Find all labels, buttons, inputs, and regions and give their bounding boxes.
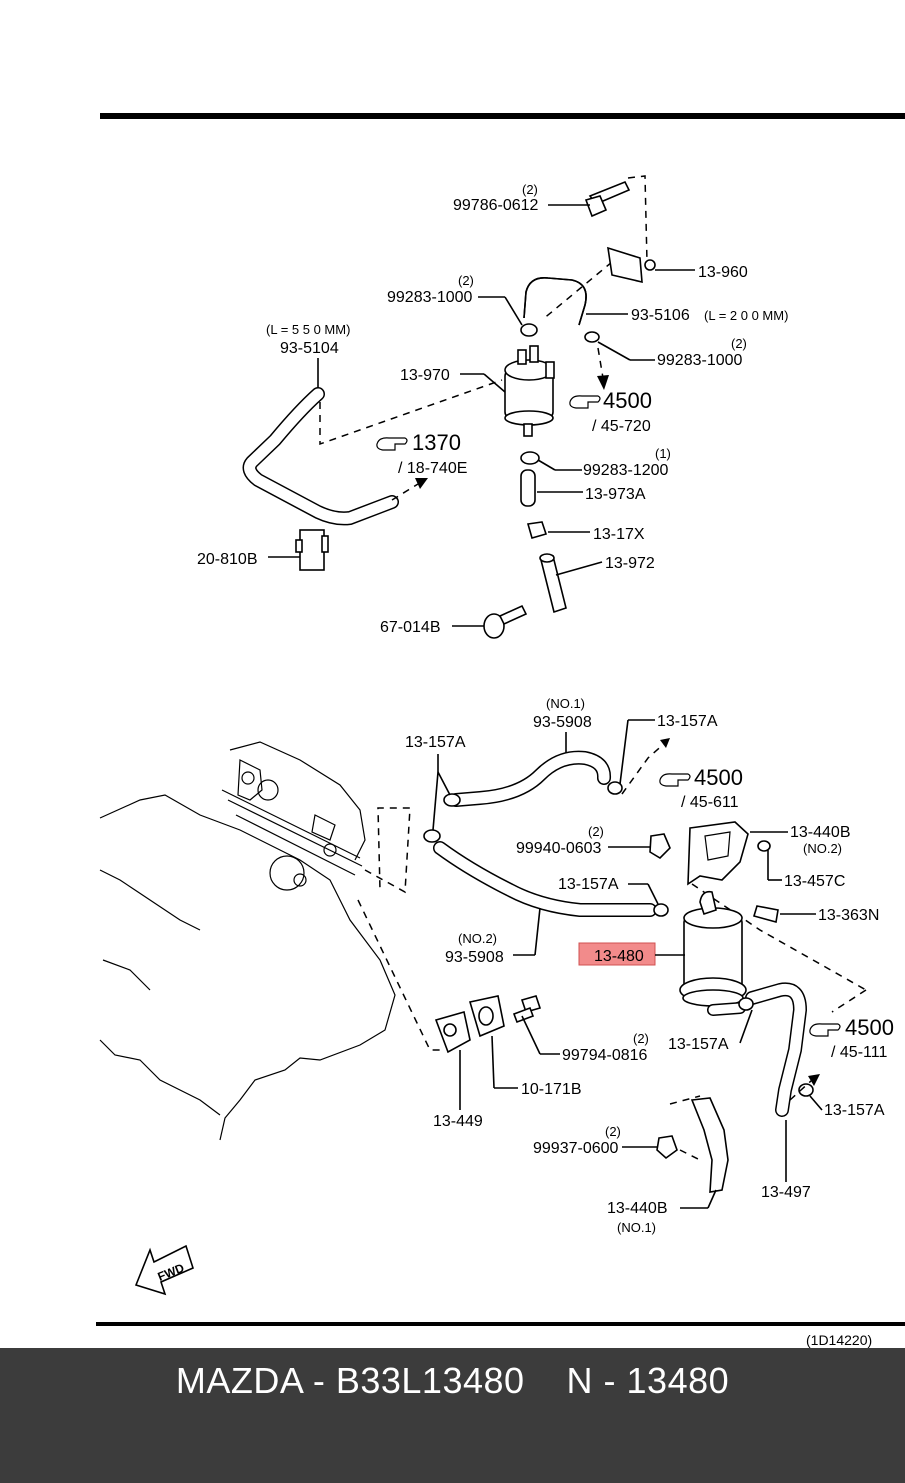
ref-45-611[interactable]: / 45-611 (681, 794, 739, 811)
ref-4500-b[interactable]: 4500 (694, 765, 743, 790)
ref-4500-a[interactable]: 4500 (603, 388, 652, 413)
clamp-13157a-1 (443, 793, 461, 807)
label-99794-qty: (2) (633, 1031, 649, 1046)
connector-20810b-part (295, 529, 329, 571)
label-93-5104: 93-5104 (280, 340, 339, 357)
nut-99937-part (656, 1135, 678, 1160)
hand-pointer-icon (659, 773, 691, 787)
label-93-5908-a: 93-5908 (533, 714, 592, 731)
label-13-480-highlight[interactable]: 13-480 (594, 948, 644, 965)
label-99937-qty: (2) (605, 1124, 621, 1139)
hose-93-5908-no1 (450, 752, 610, 806)
label-13-157A-3: 13-157A (558, 876, 619, 893)
label-99283b-qty: (2) (731, 336, 747, 351)
label-99283-1000-b: 99283-1000 (657, 352, 743, 369)
gasket-13449-part (434, 1010, 471, 1054)
label-99283-1200: 99283-1200 (583, 462, 669, 479)
label-20-810B: 20-810B (197, 551, 258, 568)
nut-99940-part (649, 833, 671, 860)
label-13-970: 13-970 (400, 367, 450, 384)
label-13-440B-bottom: 13-440B (607, 1200, 668, 1217)
label-67-014B: 67-014B (380, 619, 441, 636)
label-93-5908-b: 93-5908 (445, 949, 504, 966)
forward-arrow-icon: FWD (134, 1244, 194, 1296)
clamp-13157a-4 (653, 903, 669, 917)
diagram-svg: (2) 99786-0612 13-960 93-5106 (L = 2 0 0… (96, 113, 905, 1348)
hose-13-497 (746, 983, 806, 1116)
clamp-13157a-6 (798, 1083, 814, 1097)
label-13-157A-1: 13-157A (405, 734, 466, 751)
hose-13973a-part (520, 469, 536, 507)
label-13-497: 13-497 (761, 1184, 811, 1201)
ref-4500-c[interactable]: 4500 (845, 1015, 894, 1040)
label-13-960: 13-960 (698, 264, 748, 281)
footer-bar (0, 1348, 905, 1483)
label-93-5106-length: (L = 2 0 0 MM) (704, 308, 788, 323)
label-13-440B-top: 13-440B (790, 824, 851, 841)
label-no2-b: (NO.2) (458, 931, 497, 946)
label-99786-0612: 99786-0612 (453, 197, 539, 214)
bolt-99794-part (512, 995, 542, 1024)
label-no2-top: (NO.2) (803, 841, 842, 856)
label-13-457C: 13-457C (784, 873, 845, 890)
diagram-code: (1D14220) (806, 1332, 872, 1348)
clamp-13157a-3 (607, 781, 623, 795)
fitting-13457c-part (757, 840, 771, 852)
bolt-99786-part (584, 180, 631, 218)
label-13-17X: 13-17X (593, 526, 645, 543)
canister-13970-part (504, 345, 555, 437)
valve-13363n-part (752, 905, 779, 924)
fuel-filter-13480-part[interactable] (679, 890, 747, 1007)
label-10-171B: 10-171B (521, 1081, 582, 1098)
top-rule (100, 113, 905, 119)
parts-diagram: (2) 99786-0612 13-960 93-5106 (L = 2 0 0… (96, 113, 905, 1348)
label-99937-0600: 99937-0600 (533, 1140, 619, 1157)
label-13-972: 13-972 (605, 555, 655, 572)
clamp-99283-1200 (520, 451, 540, 465)
label-13-363N: 13-363N (818, 907, 879, 924)
fwd-label: FWD (156, 1261, 187, 1284)
label-no1-a: (NO.1) (546, 696, 585, 711)
label-99940-0603: 99940-0603 (516, 840, 602, 857)
hand-pointer-icon (569, 395, 601, 409)
highlight-box (578, 942, 656, 966)
ref-1370[interactable]: 1370 (412, 430, 461, 455)
clip-67014b-part (483, 604, 528, 639)
label-13-449: 13-449 (433, 1113, 483, 1130)
label-no1-bottom: (NO.1) (617, 1220, 656, 1235)
bottom-rule (96, 1322, 905, 1326)
bracket-13440b-no1-part (690, 1097, 729, 1193)
label-99283c-qty: (1) (655, 446, 671, 461)
engine-outline (99, 741, 396, 1141)
label-99940-qty: (2) (588, 824, 604, 839)
clamp-99283-a (520, 323, 538, 337)
label-99283a-qty: (2) (458, 273, 474, 288)
label-13-157A-5: 13-157A (824, 1102, 885, 1119)
label-99794-0816: 99794-0816 (562, 1047, 648, 1064)
tube-13972-part (539, 553, 567, 614)
label-13-157A-4: 13-157A (668, 1036, 729, 1053)
bracket-13440b-no2-part (687, 821, 749, 886)
label-13-973A: 13-973A (585, 486, 646, 503)
ref-45-720[interactable]: / 45-720 (592, 418, 651, 435)
hose-93-5104 (244, 388, 398, 524)
ref-18-740E[interactable]: / 18-740E (398, 460, 467, 477)
hand-pointer-icon (376, 437, 408, 451)
plate-10171b-part (468, 995, 505, 1038)
clamp-13157a-2 (423, 829, 441, 843)
ref-45-111[interactable]: / 45-111 (831, 1044, 887, 1061)
label-99786-qty: (2) (522, 182, 538, 197)
label-99283-1000-a: 99283-1000 (387, 289, 473, 306)
fitting-1317x-part (526, 521, 548, 539)
clamp-99283-b (584, 331, 600, 343)
footer-title: MAZDA - B33L13480 N - 13480 (175, 1360, 730, 1401)
hose-93-5908-no2 (434, 842, 656, 916)
bracket-13960-part (607, 246, 656, 284)
label-93-5106: 93-5106 (631, 307, 690, 324)
label-93-5104-length: (L = 5 5 0 MM) (266, 322, 350, 337)
hand-pointer-icon (809, 1023, 841, 1037)
label-13-157A-2: 13-157A (657, 713, 718, 730)
clamp-13157a-5 (738, 997, 754, 1011)
